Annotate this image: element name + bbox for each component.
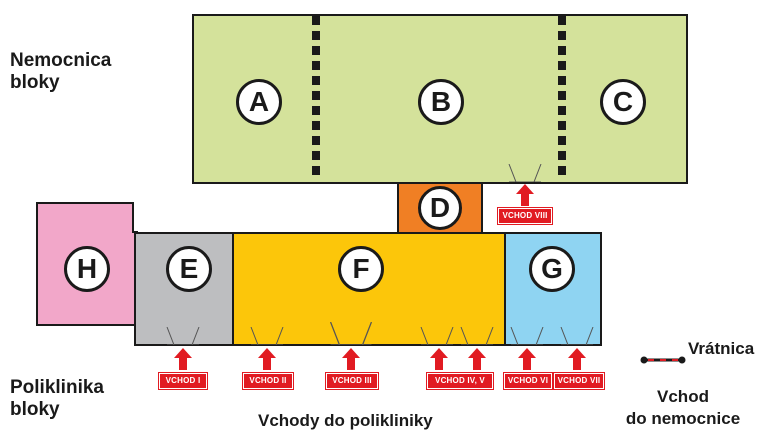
block-a-marker: A [236, 79, 282, 125]
gatehouse-label: Vrátnica [688, 339, 755, 358]
arrow-up-icon [342, 348, 360, 370]
gatehouse-barrier-icon [640, 356, 686, 364]
polyclinic-blocks-label: Poliklinika bloky [10, 377, 104, 421]
door-icon [420, 327, 454, 345]
hospital-blocks-label: Nemocnica bloky [10, 50, 111, 94]
block-c-marker: C [600, 79, 646, 125]
hospital-blocks-label-line2: bloky [10, 72, 60, 93]
divider-a-b [312, 16, 320, 181]
entrance-7-badge: VCHOD VII [554, 373, 604, 389]
polyclinic-blocks-label-line1: Poliklinika [10, 377, 104, 398]
door-icon [508, 164, 542, 182]
block-f-marker: F [338, 246, 384, 292]
door-icon [329, 322, 373, 345]
arrow-up-icon [516, 184, 534, 206]
door-icon [166, 327, 200, 345]
door-icon [510, 327, 544, 345]
arrow-up-icon [430, 348, 448, 370]
arrow-up-icon [258, 348, 276, 370]
divider-b-c [558, 16, 566, 181]
door-icon [460, 327, 494, 345]
polyclinic-entrances-label: Vchody do polikliniky [258, 411, 433, 430]
entrance-8-badge: VCHOD VIII [498, 208, 552, 224]
entrance-3-badge: VCHOD III [326, 373, 378, 389]
arrow-up-icon [174, 348, 192, 370]
block-d-marker: D [418, 186, 462, 230]
block-h-marker: H [64, 246, 110, 292]
arrow-up-icon [468, 348, 486, 370]
arrow-up-icon [568, 348, 586, 370]
hospital-entrance-label-line1: Vchod [657, 387, 709, 406]
hospital-entrance-label-line2: do nemocnice [625, 409, 741, 428]
block-g-marker: G [529, 246, 575, 292]
entrance-2-badge: VCHOD II [243, 373, 293, 389]
arrow-up-icon [518, 348, 536, 370]
entrance-1-badge: VCHOD I [159, 373, 207, 389]
door-icon [250, 327, 284, 345]
block-b-marker: B [418, 79, 464, 125]
hospital-entrance-label: Vchod do nemocnice [608, 386, 758, 430]
entrance-6-badge: VCHOD VI [504, 373, 552, 389]
entrance-4-5-badge: VCHOD IV, V [427, 373, 493, 389]
door-icon [560, 327, 594, 345]
polyclinic-blocks-label-line2: bloky [10, 399, 60, 420]
hospital-blocks-label-line1: Nemocnica [10, 50, 112, 71]
block-e-marker: E [166, 246, 212, 292]
